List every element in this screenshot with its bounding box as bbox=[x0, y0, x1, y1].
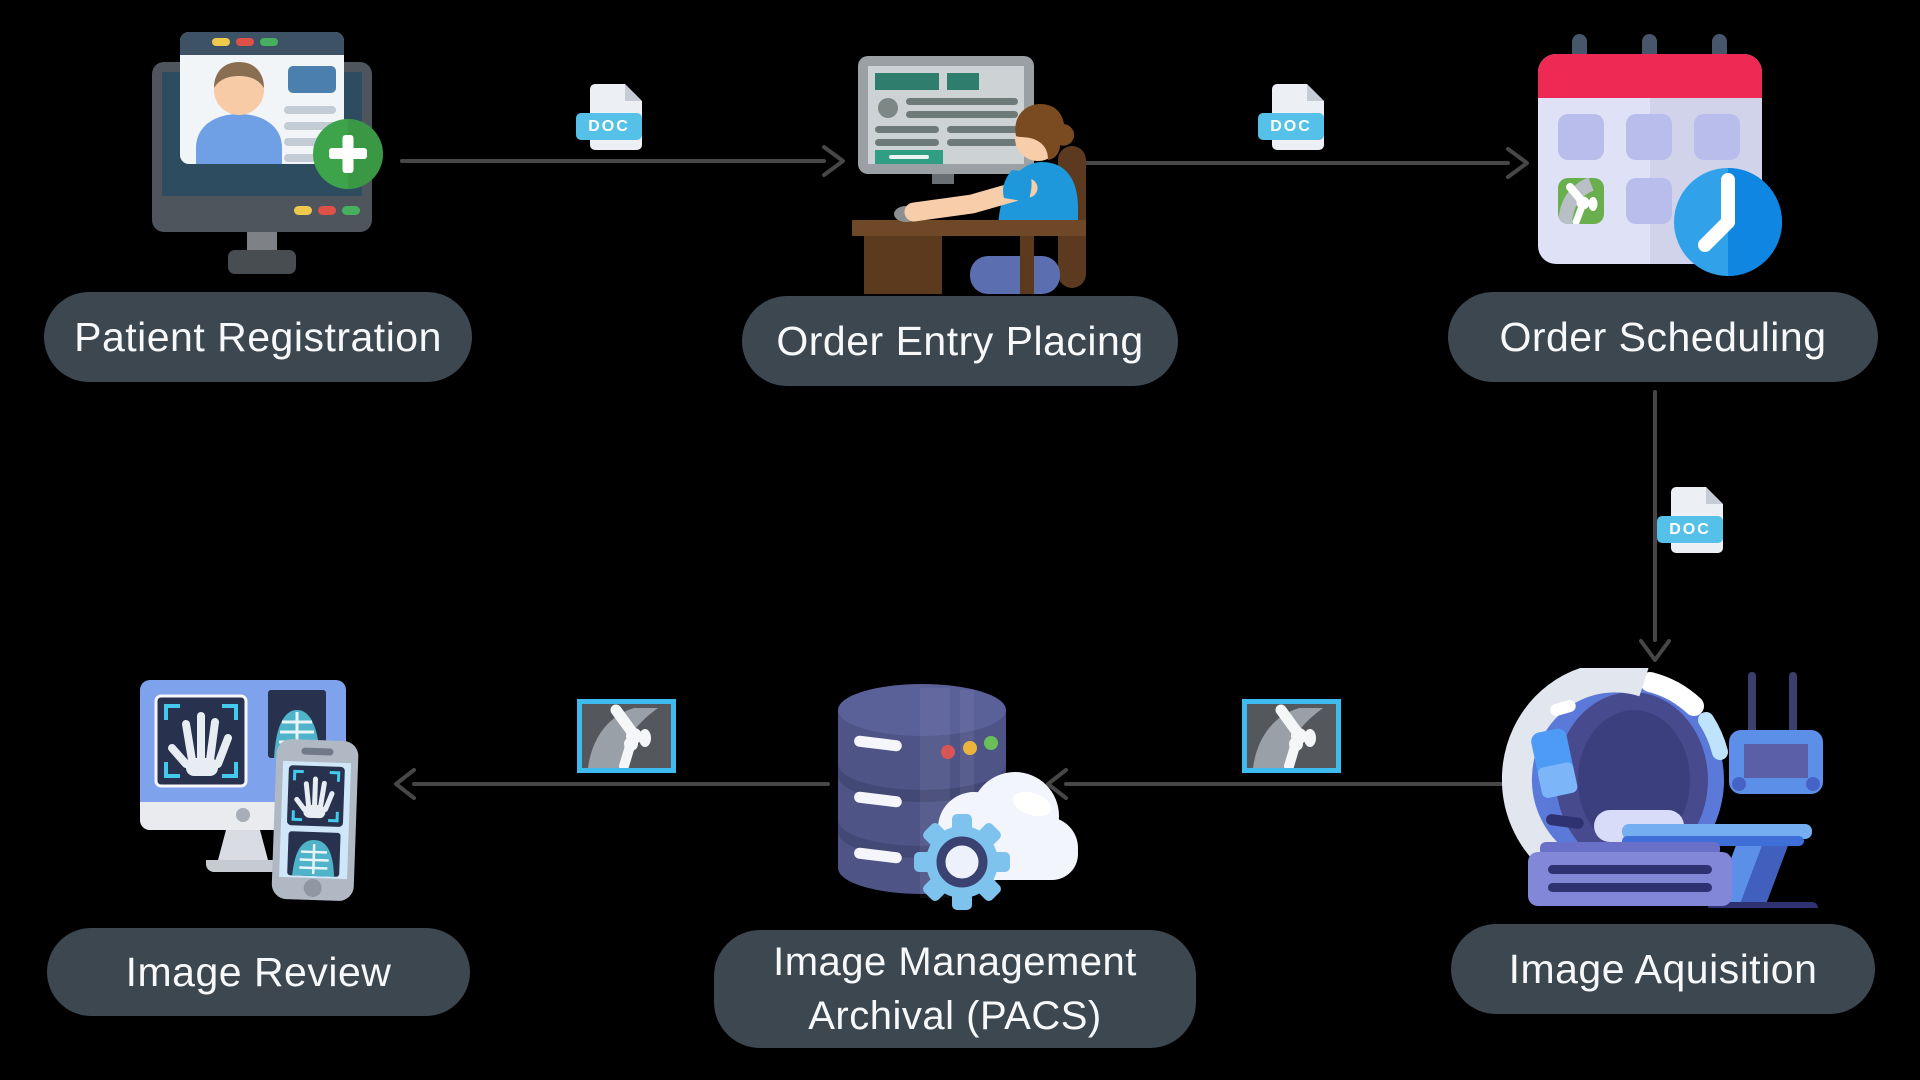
doc-banner: DOC bbox=[576, 113, 642, 140]
doc-file-icon: DOC bbox=[1258, 84, 1324, 154]
mri-scanner-icon bbox=[1502, 668, 1823, 908]
patient-registration-monitor-icon bbox=[152, 32, 383, 274]
review-phone bbox=[271, 739, 359, 901]
doc-folded-corner bbox=[1307, 84, 1324, 101]
doc-folded-corner bbox=[625, 84, 642, 101]
desk bbox=[852, 220, 1086, 294]
clerk-at-workstation-icon bbox=[852, 56, 1086, 294]
label-image-management-archival-pacs: Image Management Archival (PACS) bbox=[714, 930, 1196, 1048]
patient-record-card bbox=[180, 32, 344, 164]
phone-hand-xray-panel bbox=[287, 765, 345, 827]
doc-file-icon: DOC bbox=[576, 84, 642, 154]
label-text: Order Entry Placing bbox=[776, 317, 1144, 364]
label-text: Order Scheduling bbox=[1499, 313, 1827, 360]
label-text: Patient Registration bbox=[74, 313, 442, 360]
doc-banner: DOC bbox=[1258, 113, 1324, 140]
knee-xray-icon bbox=[577, 699, 676, 773]
label-text: Image Aquisition bbox=[1508, 945, 1818, 992]
arrowhead-pacs-to-review bbox=[394, 768, 416, 800]
knee-xray-calendar-cell bbox=[1558, 178, 1604, 224]
table-leg bbox=[1708, 840, 1818, 908]
clock-icon bbox=[1674, 168, 1782, 276]
doc-file-icon: DOC bbox=[1657, 487, 1723, 557]
label-order-entry-placing: Order Entry Placing bbox=[742, 296, 1178, 386]
knee-xray-icon bbox=[1242, 699, 1341, 773]
label-text-line2: Archival (PACS) bbox=[808, 994, 1102, 1038]
arrowhead-order-entry-to-scheduling bbox=[1506, 147, 1529, 179]
scanner-ring bbox=[1502, 668, 1812, 897]
database-cloud-gear-icon bbox=[838, 684, 1078, 910]
gear-icon bbox=[914, 814, 1010, 910]
hand-xray-panel bbox=[154, 694, 248, 788]
doc-banner: DOC bbox=[1657, 516, 1723, 543]
label-order-scheduling: Order Scheduling bbox=[1448, 292, 1878, 382]
xray-monitor-phone-icon bbox=[140, 680, 359, 901]
scanner-base bbox=[1528, 842, 1732, 906]
label-text-line1: Image Management bbox=[773, 940, 1137, 984]
clerk-arm bbox=[904, 170, 1038, 222]
label-image-aquisition: Image Aquisition bbox=[1451, 924, 1875, 1014]
label-text: Image Review bbox=[125, 948, 392, 995]
add-patient-plus-icon bbox=[313, 119, 383, 189]
calendar-clock-icon bbox=[1538, 34, 1782, 276]
arrowhead-scheduling-to-aquisition bbox=[1639, 639, 1671, 662]
label-image-review: Image Review bbox=[47, 928, 470, 1016]
workstation-monitor bbox=[858, 56, 1034, 184]
phone-chest-xray-panel bbox=[287, 831, 341, 877]
console-router bbox=[1729, 672, 1823, 794]
label-patient-registration: Patient Registration bbox=[44, 292, 472, 382]
doc-folded-corner bbox=[1706, 487, 1723, 504]
arrowhead-patient-to-order-entry bbox=[822, 145, 845, 177]
